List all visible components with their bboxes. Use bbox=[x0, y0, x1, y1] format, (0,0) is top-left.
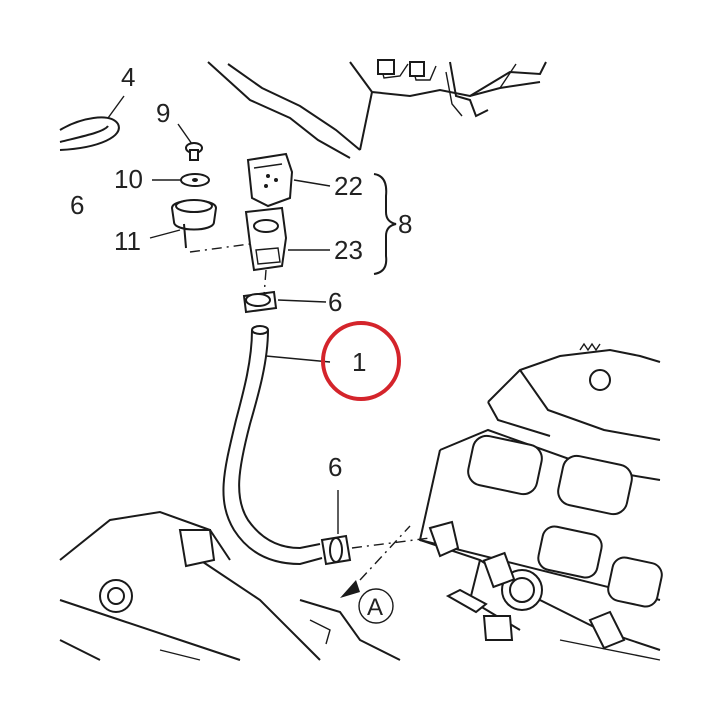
callout-6-left: 6 bbox=[70, 190, 84, 220]
callout-4: 4 bbox=[121, 62, 135, 92]
alignment-line-11-23 bbox=[189, 243, 251, 253]
part-10-washer bbox=[152, 173, 210, 187]
callout-8: 8 bbox=[398, 209, 412, 239]
part-22-sensor bbox=[246, 152, 331, 208]
part-4-bracket bbox=[59, 95, 125, 151]
alignment-line-vertical bbox=[263, 269, 267, 297]
arrow-line-A bbox=[359, 525, 411, 581]
callout-10: 10 bbox=[114, 164, 143, 194]
callout-11: 11 bbox=[114, 226, 141, 256]
part-23-bracket bbox=[244, 206, 330, 272]
callout-A: A bbox=[367, 594, 383, 621]
part-9-bolt bbox=[177, 123, 203, 161]
callout-1: 1 bbox=[352, 347, 366, 377]
callout-22: 22 bbox=[334, 171, 363, 201]
callout-6-low: 6 bbox=[328, 452, 342, 482]
group-bracket-8 bbox=[373, 173, 397, 275]
highlight-circle bbox=[321, 321, 401, 401]
engine-block bbox=[418, 342, 663, 661]
callout-23: 23 bbox=[334, 235, 363, 265]
part-11-grommet bbox=[149, 199, 218, 249]
callout-9: 9 bbox=[156, 98, 170, 128]
lower-left-engine-area bbox=[59, 510, 401, 661]
callout-6-mid: 6 bbox=[328, 287, 342, 317]
part-6-clamp-upper bbox=[242, 290, 327, 314]
arrow-head-A bbox=[340, 580, 360, 598]
part-1-hose bbox=[222, 325, 331, 566]
part-6-clamp-lower bbox=[320, 490, 431, 566]
upper-engine-component bbox=[207, 59, 547, 159]
view-circle-A bbox=[358, 588, 394, 624]
